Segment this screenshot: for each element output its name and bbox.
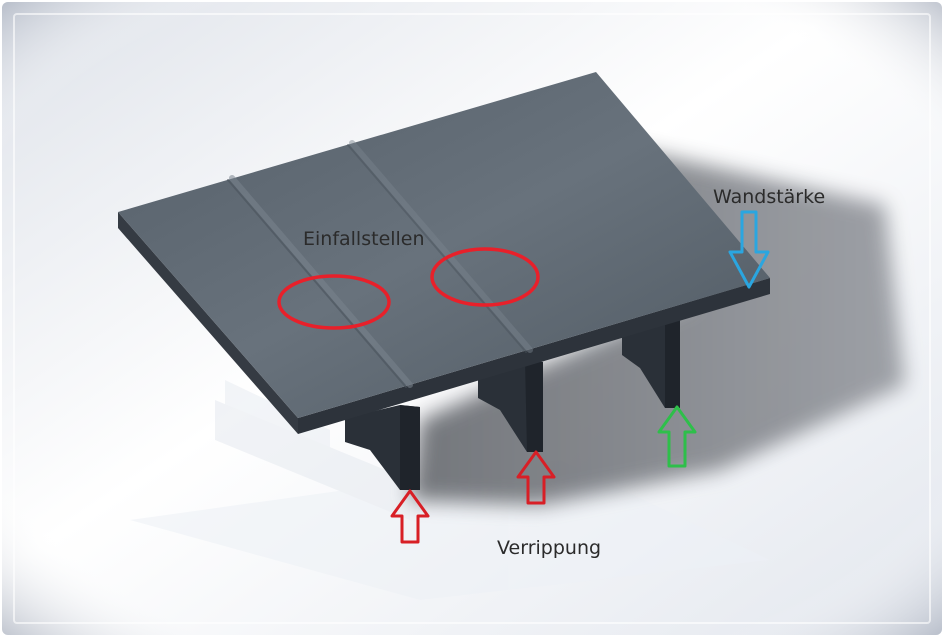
plate-front-edge xyxy=(298,278,770,434)
plate-top-surface xyxy=(118,72,770,418)
rib-arrow-2-icon xyxy=(516,450,556,505)
rib-arrow-1-icon xyxy=(390,489,430,544)
plate-left-edge xyxy=(118,212,298,434)
sink-mark-circle-2 xyxy=(430,247,540,307)
rib-ghost-lines xyxy=(227,140,533,388)
label-ribbing: Verrippung xyxy=(497,537,601,559)
label-sink-marks: Einfallstellen xyxy=(303,228,425,250)
rib-2 xyxy=(478,360,543,452)
rib-arrow-3-icon xyxy=(657,405,697,468)
label-wall-thickness: Wandstärke xyxy=(713,186,825,208)
sink-mark-circle-1 xyxy=(277,274,391,330)
floor-reflection xyxy=(130,380,770,600)
rib-3 xyxy=(622,318,680,408)
rib-1 xyxy=(345,405,420,490)
wall-thickness-arrow-icon xyxy=(728,210,770,289)
frame-inner-edge xyxy=(13,13,931,624)
